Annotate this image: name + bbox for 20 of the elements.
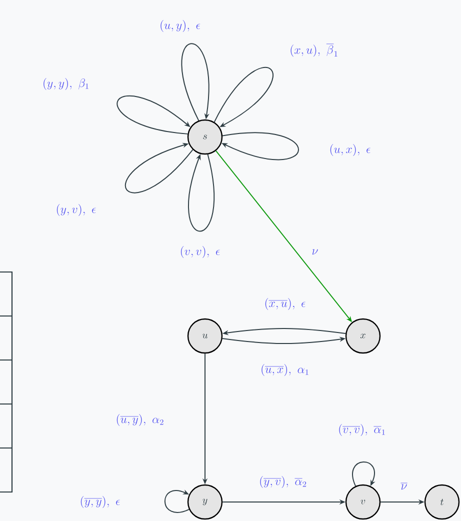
edge-label: $(\overline{y, v}),\ \overline{\alpha}_2$: [260, 476, 306, 488]
arrow: [188, 154, 215, 232]
edge-label: $(\overline{u, y}),\ \alpha_2$: [116, 414, 164, 426]
arrow: [181, 43, 210, 122]
arrow: [164, 490, 190, 513]
arrow: [124, 142, 194, 193]
edge-label: $(y, v),\ \epsilon$: [56, 204, 96, 216]
arrow: [214, 66, 274, 128]
edge-label: $\nu$: [312, 249, 318, 255]
edge-label: $(y, y),\ \beta_1$: [44, 78, 88, 90]
edge-label: $(x, u),\ \overline{\beta}_1$: [290, 44, 338, 57]
edge-label: $(u, x),\ \epsilon$: [330, 144, 370, 156]
edge-label: $(\overline{y, y}),\ \epsilon$: [80, 496, 120, 508]
edge-label: $(u, y),\ \epsilon$: [160, 20, 200, 32]
edge-label: $(\overline{u, x}),\ \alpha_1$: [262, 364, 308, 376]
arrow: [352, 461, 376, 487]
edge-label: $\overline{\nu}$: [400, 483, 408, 490]
edge-label: $(\overline{v, v}),\ \overline{\alpha}_1$: [339, 424, 385, 436]
edge-label: $(v, v),\ \epsilon$: [180, 246, 220, 258]
edge-label: $(\overline{x, u}),\ \epsilon$: [265, 298, 306, 310]
